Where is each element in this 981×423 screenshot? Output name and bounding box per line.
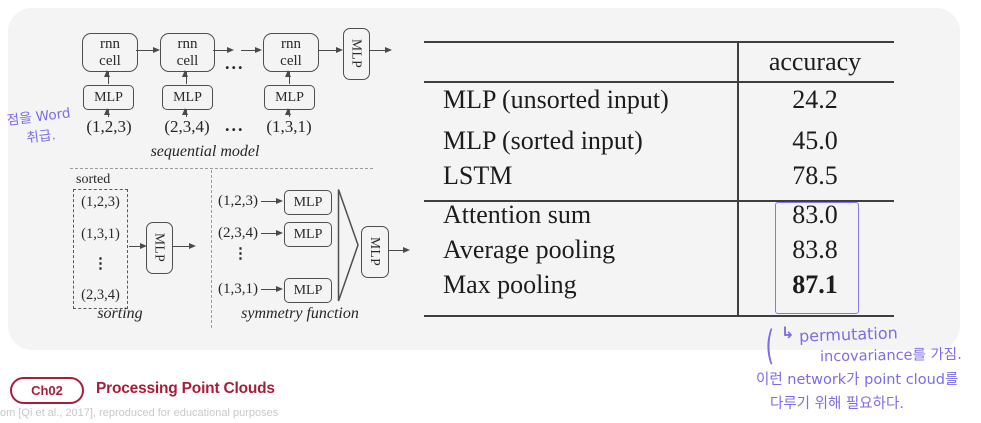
- chapter-badge: Ch02: [10, 377, 84, 404]
- mlp-box-sym-2: MLP: [284, 222, 332, 247]
- mlp-box-1: MLP: [83, 85, 134, 110]
- table-row-value: 45.0: [792, 126, 838, 155]
- sorted-item-2: (1,3,1): [81, 225, 120, 242]
- sorted-item-3: (2,3,4): [81, 286, 120, 303]
- seq-input-1: (1,2,3): [86, 117, 132, 136]
- table-row-value: 83.0: [792, 200, 838, 229]
- mlp-box-3: MLP: [264, 85, 315, 110]
- aggregation-triangle: [337, 189, 359, 302]
- ellipsis-inputs: ...: [225, 115, 245, 135]
- sorting-label: sorting: [97, 305, 143, 322]
- chapter-badge-label: Ch02: [31, 383, 63, 398]
- arrow-right-icon: [136, 46, 160, 53]
- right-note-line2: incovariance를 가짐.: [819, 346, 962, 366]
- mlp-label: MLP: [152, 233, 168, 263]
- ellipsis-vertical: ⋮: [233, 246, 248, 262]
- table-row-label: Attention sum: [443, 200, 592, 229]
- mlp-label: MLP: [349, 39, 365, 69]
- right-note-line1: permutation: [798, 323, 899, 346]
- sym-input-2: (2,3,4): [218, 225, 258, 241]
- footer-title: Processing Point Clouds: [96, 380, 275, 397]
- sym-input-3: (1,3,1): [218, 281, 258, 297]
- arrow-right-icon: [129, 242, 147, 249]
- arrow-right-icon: [241, 46, 262, 53]
- mlp-box-sym-3: MLP: [284, 278, 332, 303]
- arrow-up-icon: [104, 70, 111, 84]
- mlp-label: MLP: [275, 89, 304, 105]
- accuracy-table: accuracy MLP (unsorted input) 24.2 MLP (…: [424, 41, 894, 317]
- table-row-label: MLP (unsorted input): [443, 85, 669, 114]
- arrow-up-icon: [285, 108, 292, 117]
- rnn-cell-box-3: rnn cell: [263, 33, 319, 72]
- mlp-label: MLP: [173, 89, 202, 105]
- arrow-right-icon: [261, 229, 283, 236]
- right-note-line4: 다루기 위해 필요하다.: [770, 396, 904, 412]
- arrow-up-icon: [285, 70, 292, 84]
- table-row-label: MLP (sorted input): [443, 126, 643, 155]
- table-row-label: LSTM: [443, 161, 513, 190]
- arrow-right-icon: [261, 285, 283, 292]
- table-rule-top: [424, 41, 894, 43]
- rnn-cell-box-2: rnn cell: [160, 33, 215, 72]
- arrow-right-icon: [213, 46, 234, 53]
- sequential-model-label: sequential model: [150, 143, 260, 160]
- ellipsis-vertical: ⋮: [93, 256, 108, 273]
- arrow-right-icon: [318, 46, 343, 53]
- table-row-value-best: 87.1: [792, 270, 838, 299]
- rnn-cell-label: cell: [280, 52, 302, 69]
- mlp-box-vertical-sym: MLP: [361, 226, 389, 278]
- table-row-value: 83.8: [792, 235, 838, 264]
- citation-text: om [Qi et al., 2017], reproduced for edu…: [0, 407, 279, 419]
- arrow-right-icon: [172, 242, 196, 249]
- mlp-box-vertical-sorting: MLP: [146, 222, 173, 274]
- handwritten-brace: (: [765, 323, 775, 369]
- mlp-box-vertical-seq: MLP: [343, 28, 370, 80]
- seq-input-2: (2,3,4): [164, 117, 210, 136]
- mlp-label: MLP: [293, 282, 323, 298]
- branch-arrow-icon: ↳: [781, 323, 795, 342]
- arrow-up-icon: [182, 70, 189, 84]
- table-row-value: 24.2: [792, 85, 838, 114]
- table-rule-bottom: [424, 315, 894, 317]
- arrow-right-icon: [369, 46, 392, 53]
- ellipsis-cells: ...: [225, 53, 245, 73]
- mlp-label: MLP: [293, 226, 323, 242]
- dashdot-divider-horizontal: [70, 168, 373, 169]
- mlp-box-2: MLP: [162, 85, 213, 110]
- seq-input-3: (1,3,1): [266, 117, 312, 136]
- sorted-input-list: (1,2,3) (1,3,1) ⋮ (2,3,4): [73, 189, 128, 309]
- rnn-cell-label: rnn: [177, 35, 198, 52]
- rnn-cell-box-1: rnn cell: [82, 33, 138, 72]
- right-note-line3: 이런 network가 point cloud를: [756, 372, 959, 388]
- sorted-caption: sorted: [76, 172, 111, 187]
- mlp-label: MLP: [368, 237, 383, 267]
- table-rule-middle: [424, 200, 894, 202]
- table-row-label: Average pooling: [443, 235, 616, 264]
- arrow-up-icon: [104, 108, 111, 117]
- table-column-divider: [737, 41, 739, 316]
- rnn-cell-label: cell: [176, 52, 199, 69]
- mlp-label: MLP: [293, 194, 323, 210]
- table-row-value: 78.5: [792, 161, 838, 190]
- arrow-up-icon: [182, 108, 189, 117]
- table-header-accuracy: accuracy: [768, 47, 862, 76]
- mlp-box-sym-1: MLP: [284, 190, 332, 215]
- sorted-item-1: (1,2,3): [81, 194, 120, 210]
- handdrawn-highlight-box: [775, 202, 859, 314]
- rnn-cell-label: rnn: [100, 35, 120, 52]
- symmetry-function-label: symmetry function: [241, 305, 359, 322]
- sym-input-1: (1,2,3): [218, 193, 258, 209]
- table-row-label: Max pooling: [443, 270, 577, 299]
- mlp-label: MLP: [94, 89, 123, 105]
- rnn-cell-label: rnn: [281, 35, 301, 52]
- arrow-right-icon: [261, 197, 283, 204]
- dashdot-divider-vertical: [211, 170, 212, 328]
- table-rule-header: [424, 81, 894, 83]
- rnn-cell-label: cell: [99, 52, 121, 69]
- arrow-right-icon: [388, 246, 410, 253]
